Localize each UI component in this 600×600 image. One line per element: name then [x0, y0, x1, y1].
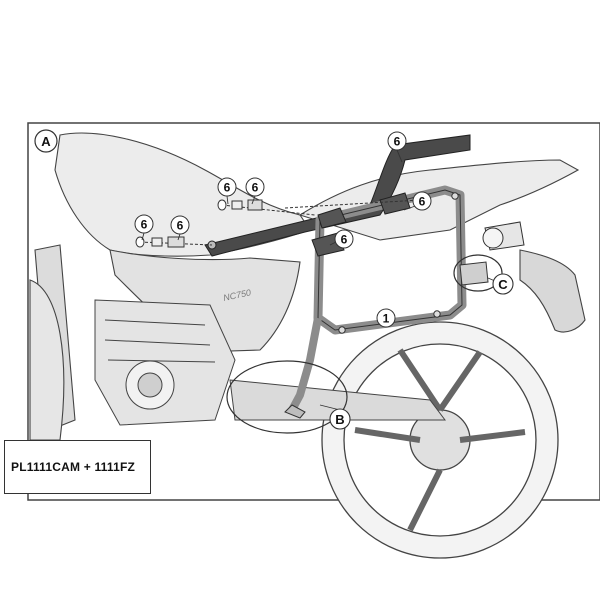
svg-text:6: 6: [341, 233, 348, 247]
callout-6-rail: 6: [387, 131, 407, 151]
bracket-c-part: [459, 261, 489, 286]
frame-lower-strut: [288, 317, 322, 412]
detail-b-ellipse: [226, 360, 348, 434]
svg-text:6: 6: [394, 135, 401, 149]
svg-text:6: 6: [224, 181, 231, 195]
detail-c-ellipse: [453, 254, 503, 292]
front-wheel: [29, 279, 65, 441]
callout-c: C: [492, 273, 514, 295]
rear-mount-bolt: [482, 221, 525, 251]
svg-text:1: 1: [383, 312, 390, 326]
svg-text:B: B: [335, 412, 344, 427]
callout-1-frame: 1: [376, 308, 396, 328]
svg-text:C: C: [498, 277, 508, 292]
svg-text:6: 6: [141, 218, 148, 232]
callout-6-clamp-right: 6: [412, 191, 432, 211]
kit-label-box: PL1111CAM + 1111FZ: [4, 440, 151, 494]
exploded-hardware: [135, 199, 421, 248]
engine: [94, 299, 236, 426]
swingarm: [229, 379, 446, 421]
fuel-tank: [54, 132, 311, 257]
section-label-a: A: [34, 129, 58, 153]
kit-label: PL1111CAM + 1111FZ: [11, 460, 136, 474]
motorcycle-silhouette: [29, 132, 586, 441]
callout-6-screw-left: 6: [134, 214, 154, 234]
svg-text:6: 6: [252, 181, 259, 195]
frame-bolts: [338, 192, 459, 334]
callout-6-clamp-lower: 6: [334, 229, 354, 249]
svg-text:6: 6: [419, 195, 426, 209]
callout-6-screw-top-left: 6: [217, 177, 237, 197]
frame-foot-mount: [284, 404, 306, 419]
rear-wheel: [321, 321, 559, 559]
callout-b: B: [329, 408, 351, 430]
svg-text:A: A: [41, 134, 51, 149]
callout-6-screw-mid: 6: [170, 215, 190, 235]
callout-6-screw-top-right: 6: [245, 177, 265, 197]
svg-text:6: 6: [177, 219, 184, 233]
rear-fender: [519, 249, 586, 333]
tail-cowl: [298, 159, 580, 241]
